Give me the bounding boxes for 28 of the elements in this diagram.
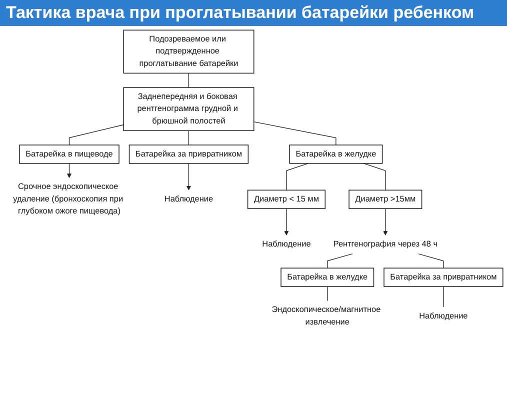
arrow bbox=[186, 163, 191, 190]
connector bbox=[254, 121, 336, 146]
node-box: Батарейка за привратником bbox=[384, 268, 504, 287]
node-text: Наблюдение bbox=[419, 312, 468, 320]
node-box: Батарейка за привратником bbox=[128, 144, 249, 164]
node-text: Рентгенография через 48 ч bbox=[333, 240, 438, 249]
node-box: Батарейка в желудке bbox=[280, 268, 374, 287]
node-text: Срочное эндоскопическое удаление (бронхоскопия при глубоком ожоге пищевода) bbox=[13, 182, 124, 216]
connector bbox=[188, 130, 190, 146]
connector bbox=[418, 253, 444, 268]
connector bbox=[327, 253, 354, 268]
connector bbox=[68, 124, 124, 146]
node-box: Батарейка в желудке bbox=[289, 144, 383, 164]
title: Тактика врача при проглатывании батарейки ребенком bbox=[0, 0, 507, 26]
arrow bbox=[66, 163, 72, 178]
arrow bbox=[383, 208, 388, 236]
node-text: Наблюдение bbox=[164, 194, 214, 204]
node-text: Эндоскопическое/магнитное извлечение bbox=[272, 306, 381, 327]
node-text: Наблюдение bbox=[262, 240, 311, 249]
node-box: Подозреваемое или подтвержденное проглатывание батарейки bbox=[123, 30, 254, 74]
node-box: Диаметр >15мм bbox=[348, 190, 422, 209]
node-box: Диаметр < 15 мм bbox=[247, 190, 326, 209]
connector bbox=[327, 286, 328, 302]
arrow bbox=[284, 208, 289, 236]
node-box: Батарейка в пищеводе bbox=[19, 144, 120, 164]
node-box: Заднепередняя и боковая рентгенограмма грудной и брюшной полостей bbox=[123, 87, 254, 132]
connector bbox=[443, 286, 444, 308]
connector bbox=[188, 72, 190, 88]
